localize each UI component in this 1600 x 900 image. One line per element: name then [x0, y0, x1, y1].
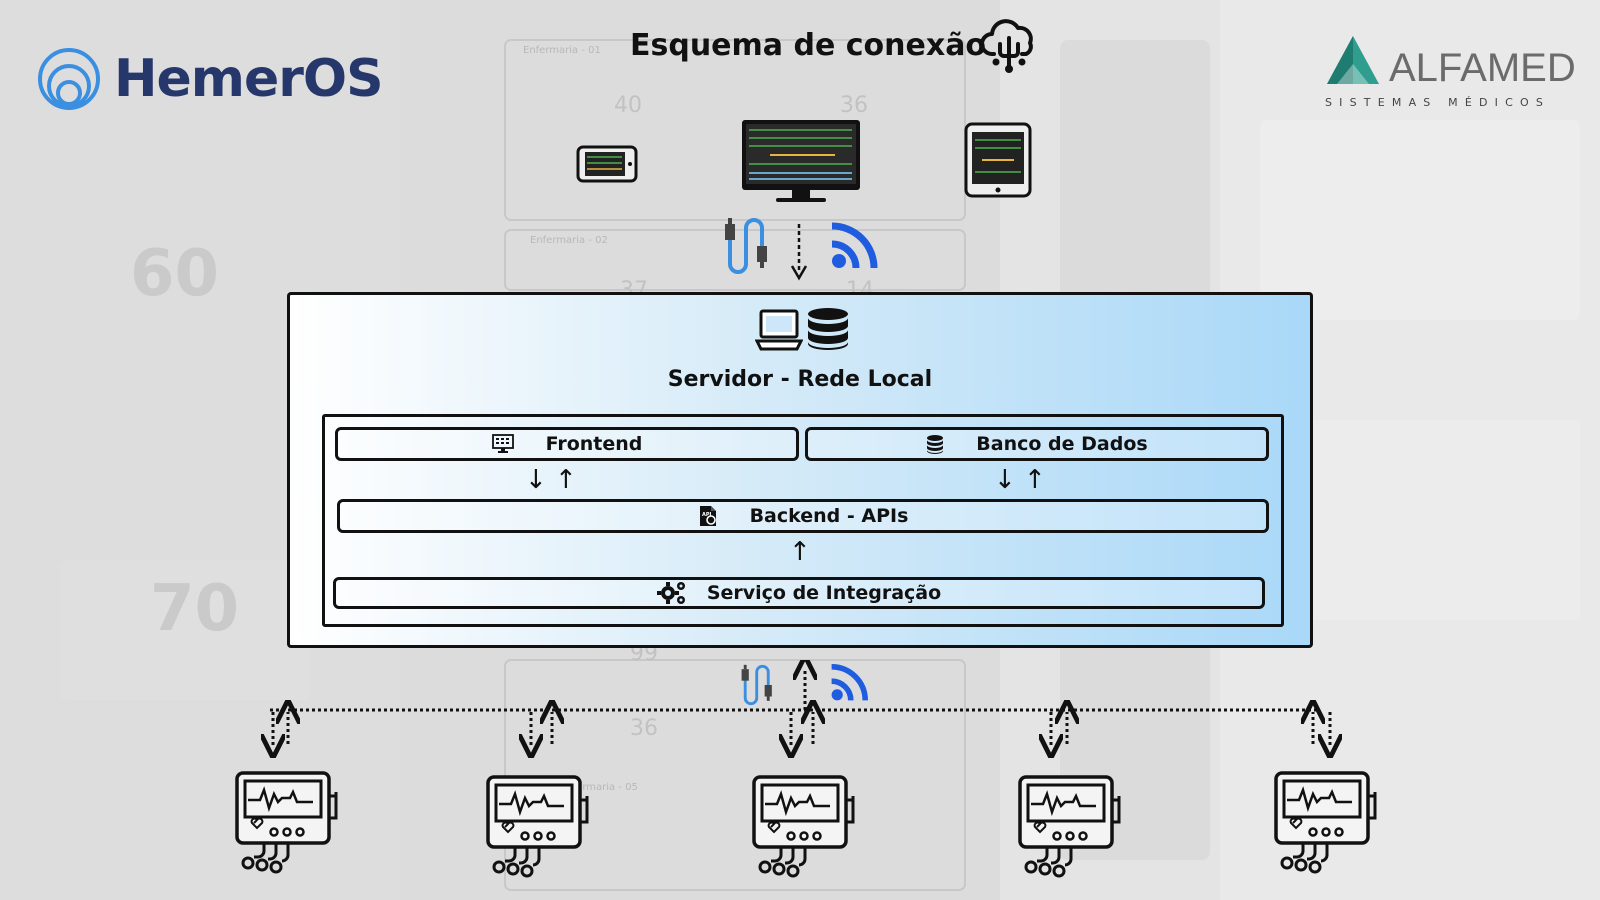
bg-number: 70 — [150, 572, 239, 646]
tablet-icon — [964, 122, 1032, 198]
patient-monitor-icon — [1274, 771, 1377, 874]
database-small-icon — [927, 435, 944, 454]
hemeros-logo: HemerOS — [36, 46, 384, 112]
laptop-icon — [755, 309, 803, 351]
diagram-title: Esquema de conexão — [630, 28, 987, 63]
alfamed-subtitle: SISTEMAS MÉDICOS — [1325, 96, 1551, 109]
bg-label: Enfermaria - 05 — [560, 782, 638, 793]
patient-monitor-icon — [752, 775, 855, 878]
integration-label: Serviço de Integração — [706, 582, 942, 604]
bg-label: Enfermaria - 01 — [523, 45, 601, 56]
bg-number: 36 — [630, 716, 658, 741]
bg-number: 60 — [130, 237, 219, 311]
svg-text:API: API — [702, 512, 712, 518]
bg-number: 36 — [840, 93, 868, 118]
wifi-icon — [831, 222, 878, 269]
cloud-network-icon — [980, 19, 1033, 73]
frontend-layer: Frontend — [335, 427, 799, 461]
wifi-icon — [831, 664, 868, 701]
patient-monitor-icon — [486, 775, 589, 878]
server-layers-box: Frontend Banco de Dados ↓ ↑ ↓ ↑ API Back… — [322, 414, 1284, 627]
device-network-bus — [0, 660, 1600, 760]
hemeros-brand-text: HemerOS — [114, 49, 384, 109]
monitor-grid-icon — [491, 434, 514, 453]
cable-icon — [741, 664, 772, 706]
database-layer: Banco de Dados — [805, 427, 1269, 461]
database-label: Banco de Dados — [976, 433, 1148, 455]
alfamed-brand-text: ALFAMED — [1389, 46, 1576, 90]
api-file-icon: API — [699, 506, 716, 526]
cable-icon — [725, 218, 767, 274]
patient-monitor-icon — [235, 771, 338, 874]
smartphone-icon — [576, 145, 638, 183]
downlink-arrow — [790, 224, 808, 281]
database-icon — [808, 308, 848, 350]
integration-backend-arrow: ↑ — [789, 537, 811, 567]
alfamed-triangle-icon — [1327, 36, 1379, 84]
frontend-label: Frontend — [545, 433, 643, 455]
server-title: Servidor - Rede Local — [667, 367, 933, 392]
backend-label: Backend - APIs — [749, 505, 909, 527]
patient-monitor-icon — [1018, 775, 1121, 878]
bg-number: 40 — [614, 93, 642, 118]
server-local-network: Servidor - Rede Local Frontend Banco de … — [287, 292, 1313, 648]
frontend-backend-arrows: ↓ ↑ — [525, 465, 577, 495]
bg-label: Enfermaria - 02 — [530, 235, 608, 246]
backend-layer: API Backend - APIs — [337, 499, 1269, 533]
integration-layer: Serviço de Integração — [333, 577, 1265, 609]
desktop-monitor-icon — [742, 120, 860, 202]
gears-icon — [656, 582, 685, 604]
hemeros-rings-icon — [38, 48, 100, 110]
database-backend-arrows: ↓ ↑ — [994, 465, 1046, 495]
